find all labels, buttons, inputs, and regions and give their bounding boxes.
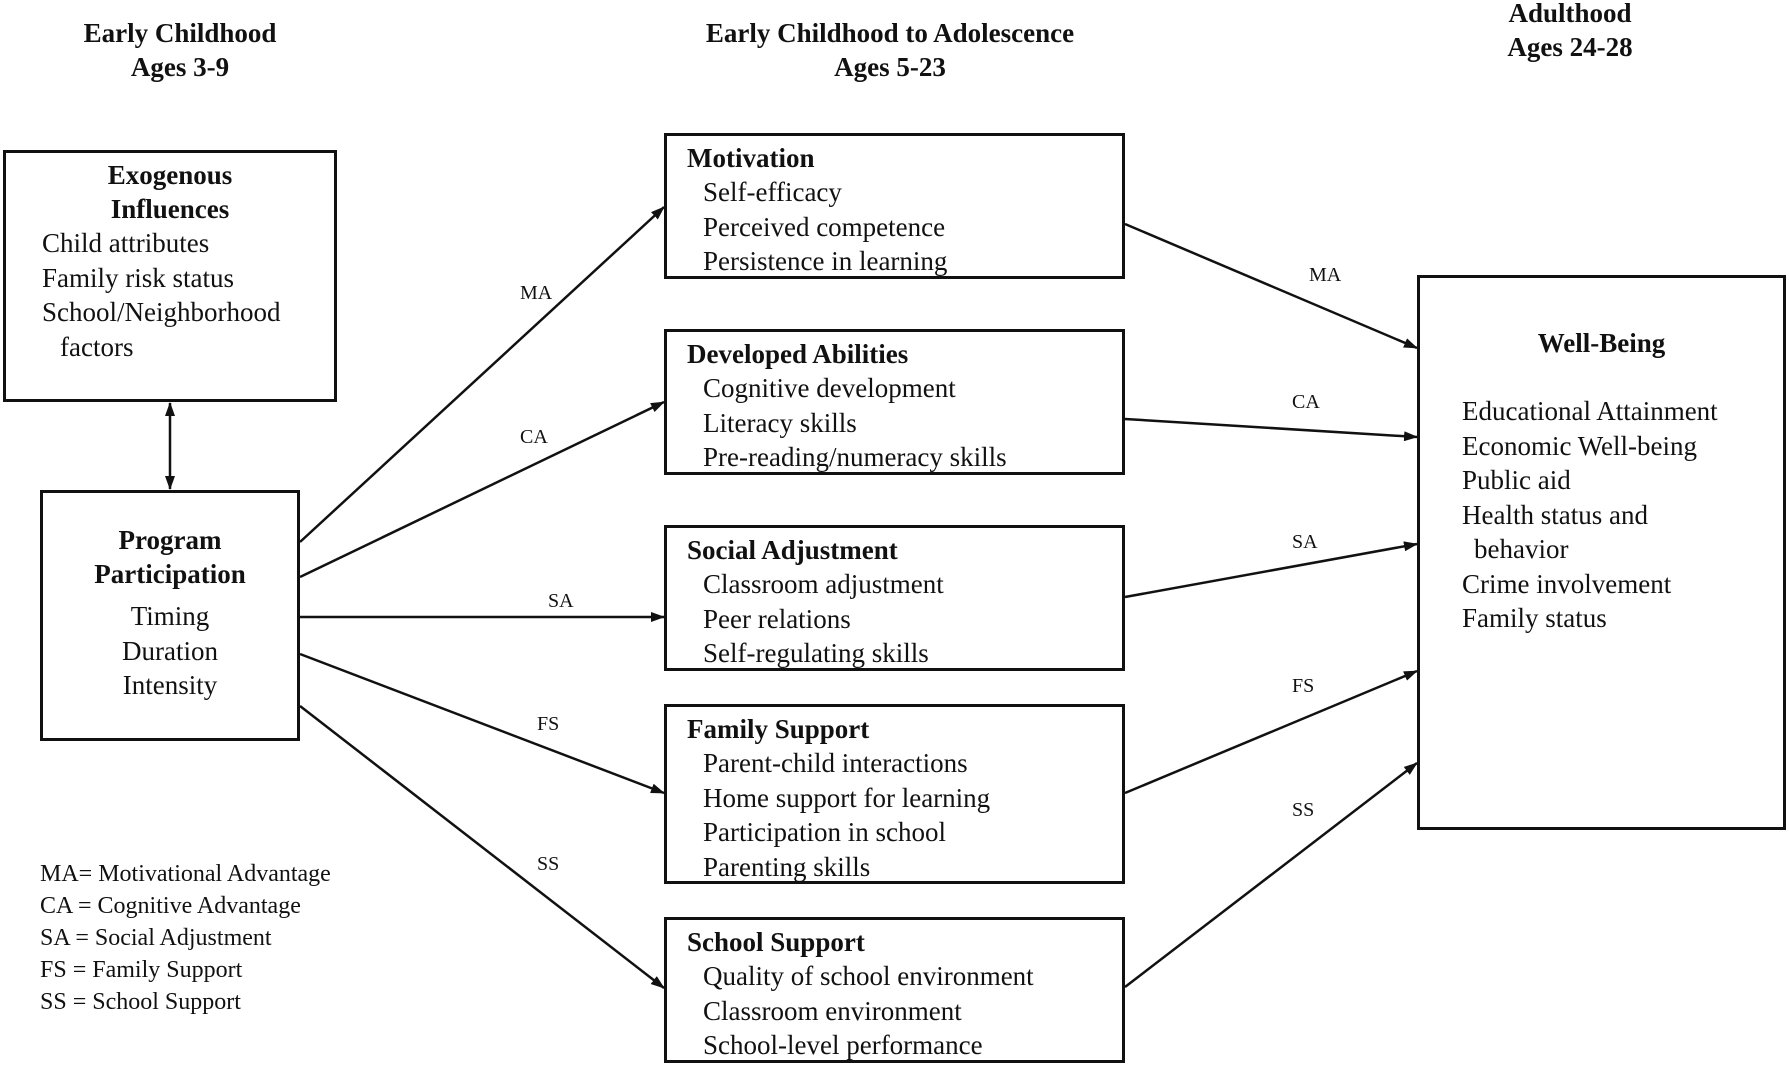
path-label-ss-left: SS [537,853,560,875]
social-item: Self-regulating skills [703,638,929,668]
wellbeing-item: behavior [1474,534,1569,564]
motivation-item: Persistence in learning [703,246,948,276]
program-participation-box: Program Participation Timing Duration In… [40,490,300,741]
path-label-fs-right: FS [1292,675,1315,697]
social-adjustment-box: Social Adjustment Classroom adjustment P… [664,525,1125,671]
path-label-fs-left: FS [537,713,560,735]
abilities-title: Developed Abilities [687,339,909,369]
arrow-school-wellbeing [1124,762,1418,988]
social-item: Peer relations [703,603,851,634]
motivation-box: Motivation Self-efficacy Perceived compe… [664,133,1125,279]
social-title: Social Adjustment [687,535,898,565]
legend-entry: CA = Cognitive Advantage [40,893,301,919]
legend-entry: SS = School Support [40,989,241,1015]
program-item: Intensity [122,670,218,700]
exogenous-item: Child attributes [42,228,210,258]
school-item: Classroom environment [703,995,962,1026]
wellbeing-item: Economic Well-being [1462,430,1698,461]
legend-entry: SA = Social Adjustment [40,925,272,951]
abilities-item: Pre-reading/numeracy skills [703,442,1007,472]
family-item: Home support for learning [703,782,991,813]
exogenous-item: School/Neighborhood [42,297,281,327]
arrow-motivation-wellbeing [1124,222,1418,350]
well-being-box: Well-Being Educational Attainment Econom… [1417,275,1786,830]
arrow-family-wellbeing [1124,669,1418,795]
stage-header-adolescence: Early Childhood to Adolescence Ages 5-23 [630,16,1150,84]
wellbeing-item: Family status [1462,603,1607,633]
wellbeing-item: Public aid [1462,465,1571,495]
social-item: Classroom adjustment [703,569,944,599]
family-item: Participation in school [703,817,946,847]
school-title: School Support [687,927,865,957]
stage-header-line2: Ages 5-23 [834,52,946,82]
exogenous-influences-box: Exogenous Influences Child attributes Fa… [3,150,337,402]
exogenous-title-line2: Influences [110,194,230,224]
path-label-ca-left: CA [520,426,548,448]
stage-header-line1: Adulthood [1508,0,1632,28]
school-item: Quality of school environment [703,961,1034,991]
program-title-line1: Program [118,525,222,555]
arrow-program-abilities [299,400,665,579]
path-label-ca-right: CA [1292,391,1320,413]
school-support-box: School Support Quality of school environ… [664,917,1125,1063]
stage-header-line1: Early Childhood [83,18,277,48]
abbreviation-legend: MA= Motivational Advantage CA = Cognitiv… [40,858,331,1018]
path-label-ss-right: SS [1292,799,1315,821]
exogenous-item: Family risk status [42,262,235,293]
family-item: Parent-child interactions [703,748,968,778]
motivation-item: Perceived competence [703,211,946,242]
motivation-title: Motivation [687,143,815,173]
family-title: Family Support [687,714,870,744]
stage-header-line2: Ages 3-9 [130,52,230,82]
family-item: Parenting skills [703,851,871,882]
abilities-item: Literacy skills [703,407,857,438]
program-item: Timing [130,601,210,631]
stage-header-adulthood: Adulthood Ages 24-28 [1440,0,1700,64]
arrow-program-school [299,705,665,989]
arrow-social-wellbeing [1124,541,1418,599]
wellbeing-title: Well-Being [1537,328,1666,358]
wellbeing-item: Educational Attainment [1462,396,1718,426]
wellbeing-item: Health status and [1462,499,1648,530]
wellbeing-item: Crime involvement [1462,568,1672,599]
family-support-box: Family Support Parent-child interactions… [664,704,1125,884]
school-item: School-level performance [703,1030,983,1060]
program-item: Duration [122,635,218,666]
abilities-item: Cognitive development [703,373,956,403]
stage-header-line1: Early Childhood to Adolescence [705,18,1075,48]
motivation-item: Self-efficacy [703,177,842,207]
path-label-sa-left: SA [548,590,574,612]
arrow-program-motivation [299,206,665,543]
legend-entry: FS = Family Support [40,957,243,983]
stage-header-line2: Ages 24-28 [1507,32,1633,62]
arrow-abilities-wellbeing [1124,417,1418,442]
path-label-ma-right: MA [1309,264,1342,286]
path-label-sa-right: SA [1292,531,1318,553]
arrow-program-family [299,652,665,795]
path-label-ma-left: MA [520,282,553,304]
program-title-line2: Participation [94,559,246,589]
exogenous-title-line1: Exogenous [107,160,233,190]
legend-entry: MA= Motivational Advantage [40,861,331,887]
exogenous-item: factors [60,331,134,362]
stage-header-early-childhood: Early Childhood Ages 3-9 [40,16,320,84]
developed-abilities-box: Developed Abilities Cognitive developmen… [664,329,1125,475]
